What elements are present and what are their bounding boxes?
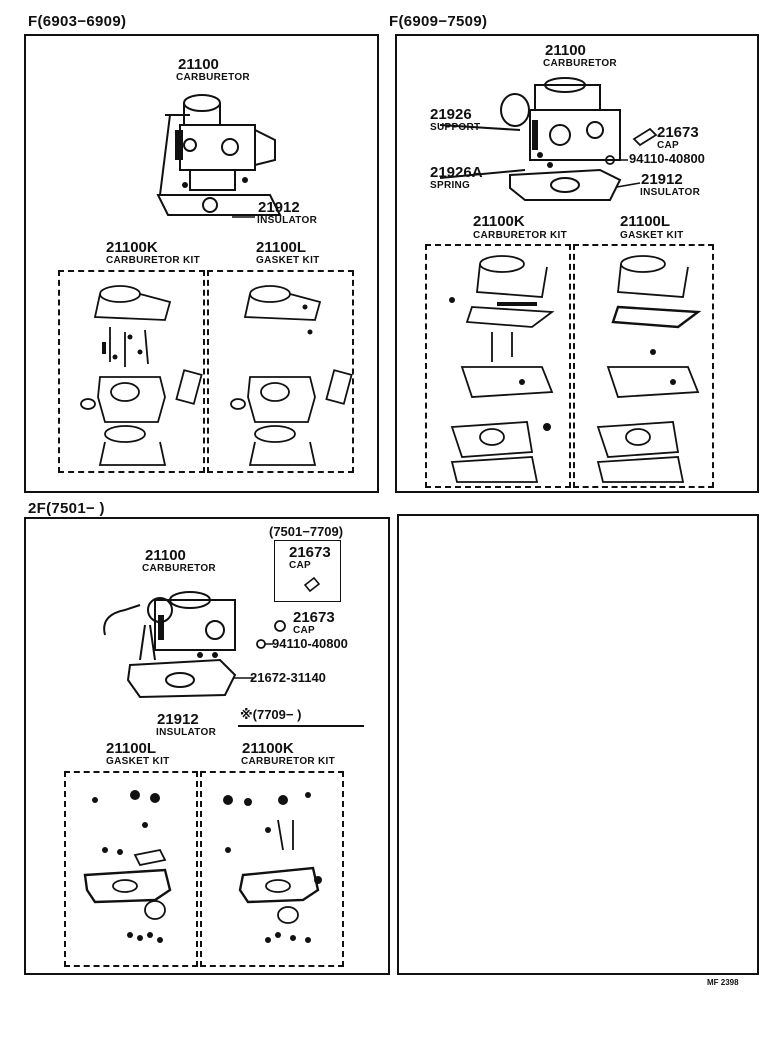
section-3-panel	[24, 517, 390, 975]
carburetor-illustration	[103, 591, 237, 699]
bolt-icon	[605, 155, 628, 165]
kit-left-part-name: GASKET KIT	[106, 756, 170, 767]
kit-left-part-name: CARBURETOR KIT	[473, 230, 568, 241]
kit-right-part-number: 21100K	[242, 740, 294, 757]
diagram-code: MF 2398	[707, 978, 739, 987]
section-1-panel	[24, 34, 379, 493]
inset-date-range: (7501−7709)	[269, 524, 344, 539]
insulator-part-name: INSULATOR	[156, 727, 217, 738]
insulator-part-number: 21912	[641, 171, 683, 188]
carburetor-kit-parts-illustration	[223, 792, 322, 943]
carburetor-illustration	[439, 77, 622, 201]
carburetor-part-name: CARBURETOR	[543, 58, 617, 69]
gasket-kit-box	[573, 244, 714, 488]
kit-left-part-number: 21100K	[473, 213, 525, 230]
insulator-part-name: INSULATOR	[640, 187, 701, 198]
cap-inset-box	[274, 540, 341, 602]
pipe-part-number: 21672-31140	[250, 670, 326, 685]
carburetor-part-number: 21100	[145, 547, 186, 564]
carburetor-kit-box	[200, 771, 344, 967]
kit-right-part-name: CARBURETOR KIT	[241, 756, 336, 767]
section-3-header: 2F(7501− )	[28, 500, 105, 517]
section-2-panel	[395, 34, 759, 493]
gasket-kit-parts-illustration	[230, 285, 353, 466]
kit-right-part-name: GASKET KIT	[620, 230, 684, 241]
cap-part-number: 21673	[293, 609, 335, 626]
carburetor-part-number: 21100	[178, 56, 219, 73]
support-part-number: 21926	[430, 106, 472, 123]
insulator-leader-line	[616, 182, 641, 188]
kit-right-part-name: GASKET KIT	[256, 255, 320, 266]
carburetor-part-name: CARBURETOR	[176, 72, 250, 83]
effective-date-note: ※(7709− )	[240, 707, 302, 722]
spring-part-number: 21926A	[430, 164, 483, 181]
insulator-part-number: 21912	[258, 199, 300, 216]
kit-right-part-number: 21100L	[256, 239, 307, 256]
gasket-kit-box	[207, 270, 354, 473]
kit-left-part-number: 21100K	[106, 239, 158, 256]
gasket-kit-parts-illustration	[83, 790, 172, 943]
carburetor-part-name: CARBURETOR	[142, 563, 216, 574]
carburetor-illustration	[156, 94, 282, 216]
section-2-header: F(6909−7509)	[389, 13, 488, 30]
cap-part-name: CAP	[293, 625, 316, 636]
cap-icon	[632, 127, 658, 147]
kit-left-part-number: 21100L	[106, 740, 157, 757]
gasket-kit-box	[64, 771, 198, 967]
empty-panel	[397, 514, 759, 975]
carburetor-kit-box	[58, 270, 205, 473]
cap-icon	[303, 576, 321, 593]
bolt-part-number: 94110-40800	[272, 636, 348, 651]
carburetor-kit-parts-illustration	[80, 285, 203, 466]
section-1-header: F(6903−6909)	[28, 13, 127, 30]
bolt-part-number: 94110-40800	[629, 151, 705, 166]
cap-part-name: CAP	[657, 140, 680, 151]
bolt-icon	[256, 639, 273, 649]
kit-right-part-number: 21100L	[620, 213, 671, 230]
insulator-leader-line	[232, 216, 255, 218]
insulator-part-name: INSULATOR	[257, 215, 318, 226]
gasket-kit-parts-illustration	[596, 255, 702, 483]
insulator-part-number: 21912	[157, 711, 199, 728]
carburetor-kit-parts-illustration	[449, 255, 555, 483]
spring-part-name: SPRING	[430, 180, 471, 191]
pipe-leader-line	[234, 677, 254, 679]
carburetor-kit-box	[425, 244, 571, 488]
kit-left-part-name: CARBURETOR KIT	[106, 255, 201, 266]
cap-part-number: 21673	[657, 124, 699, 141]
carburetor-part-number: 21100	[545, 42, 586, 59]
inset-cap-part-name: CAP	[289, 560, 312, 571]
support-part-name: SUPPORT	[430, 122, 481, 133]
cap-icon	[274, 620, 286, 632]
inset-cap-part-number: 21673	[289, 544, 331, 561]
note-underline	[238, 725, 364, 727]
